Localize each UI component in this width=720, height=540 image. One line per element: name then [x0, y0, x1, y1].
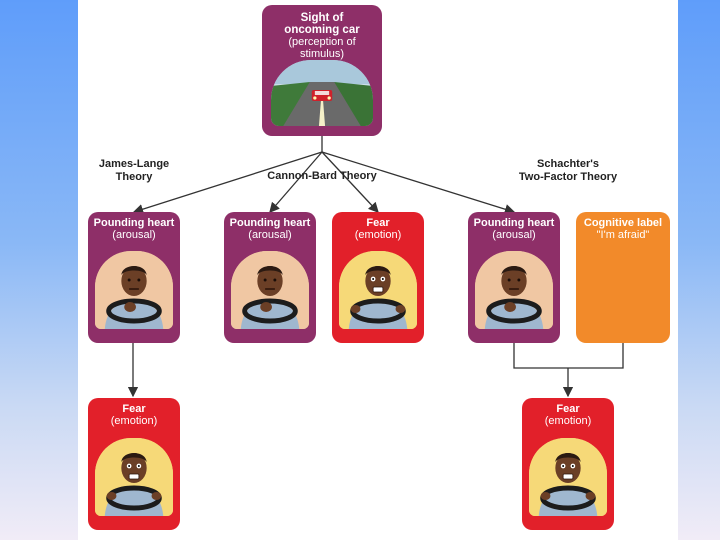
driver-illustration [95, 251, 173, 329]
stimulus-title-line2: oncoming car [284, 24, 360, 36]
jl-fear-card: Fear (emotion) [88, 398, 180, 530]
card-subtitle: (emotion) [544, 415, 592, 427]
diagram-slide: Sight of oncoming car (perception of sti… [78, 0, 678, 540]
card-title: Fear [556, 403, 580, 415]
driver-illustration [231, 251, 309, 329]
frightened-driver-illustration [339, 251, 417, 329]
card-subtitle: "I'm afraid" [596, 229, 650, 241]
frightened-driver-illustration [95, 438, 173, 516]
schachter-line2: Two-Factor Theory [518, 171, 618, 183]
card-subtitle: (emotion) [110, 415, 158, 427]
card-subtitle: (arousal) [248, 229, 292, 241]
card-title: Pounding heart [473, 217, 555, 229]
card-title: Cognitive label [583, 217, 663, 229]
stimulus-title-line1: Sight of [300, 12, 344, 24]
cb-fear-card: Fear (emotion) [332, 212, 424, 343]
sc-fear-card: Fear (emotion) [522, 398, 614, 530]
sc-arousal-card: Pounding heart (arousal) [468, 212, 560, 343]
stimulus-card: Sight of oncoming car (perception of sti… [262, 5, 382, 136]
sc-cognitive-label-card: Cognitive label "I'm afraid" [576, 212, 670, 343]
driver-illustration [475, 251, 553, 329]
card-title: Pounding heart [93, 217, 175, 229]
james-lange-line2: Theory [115, 171, 153, 183]
james-lange-line1: James-Lange [98, 158, 170, 170]
stimulus-sub-line1: (perception of [288, 36, 356, 48]
connector-lines [127, 136, 624, 398]
connector-to-james-lange [132, 151, 323, 215]
theory-label-cannon-bard: Cannon-Bard Theory [267, 170, 377, 182]
connector-to-cannon-bard-arousal [269, 151, 323, 213]
card-subtitle: (emotion) [354, 229, 402, 241]
jl-arousal-card: Pounding heart (arousal) [88, 212, 180, 343]
card-title: Fear [122, 403, 146, 415]
card-title: Fear [366, 217, 390, 229]
connector-to-cannon-bard-fear [321, 151, 379, 213]
cb-arousal-card: Pounding heart (arousal) [224, 212, 316, 343]
theory-label-schachter: Schachter's Two-Factor Theory [512, 158, 624, 184]
card-subtitle: (arousal) [112, 229, 156, 241]
connector-sc-merge [513, 343, 624, 369]
card-subtitle: (arousal) [492, 229, 536, 241]
theory-label-james-lange: James-Lange Theory [92, 158, 176, 184]
oncoming-car-illustration [271, 60, 373, 126]
frightened-driver-illustration [529, 438, 607, 516]
schachter-line1: Schachter's [537, 158, 599, 170]
card-title: Pounding heart [229, 217, 311, 229]
connector-to-schachter [321, 151, 516, 215]
stimulus-sub-line2: stimulus) [299, 48, 344, 60]
